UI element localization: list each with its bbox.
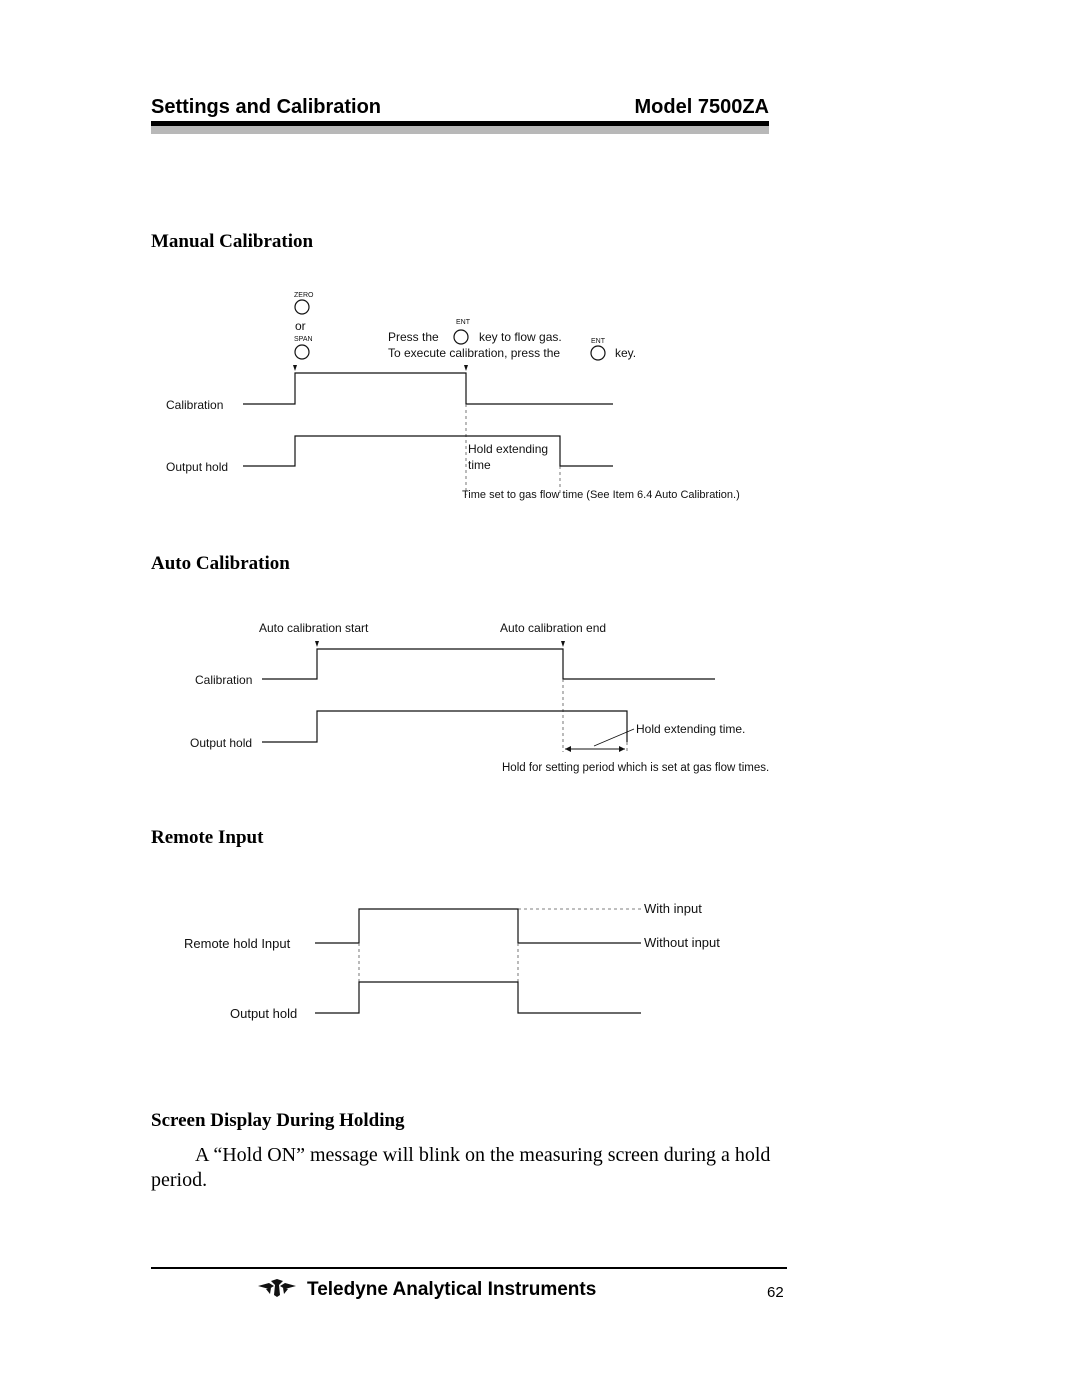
without-input-label: Without input [644,935,720,950]
auto-output-hold-label: Output hold [190,736,252,750]
page-number: 62 [767,1284,784,1301]
hold-extending-text-2: time [468,458,491,472]
auto-calibration-label: Calibration [195,673,252,687]
time-set-note: Time set to gas flow time (See Item 6.4 … [462,489,740,501]
screen-display-title: Screen Display During Holding [151,1110,405,1131]
auto-calibration-title: Auto Calibration [151,553,290,574]
remote-input-title: Remote Input [151,827,264,848]
auto-hold-setting-text: Hold for setting period which is set at … [502,762,769,774]
calibration-waveform [243,372,613,405]
ent-arrow [464,365,468,371]
dimension-arrow-left [565,746,571,752]
hold-extending-leader [593,728,635,747]
remote-hold-waveform [315,908,641,944]
manual-calibration-title: Manual Calibration [151,231,314,252]
span-key-icon [294,344,310,360]
auto-end-label: Auto calibration end [500,621,606,635]
zero-key-icon [294,299,310,315]
or-label: or [295,319,306,333]
auto-calibration-waveform [262,648,715,680]
output-hold-waveform [243,435,613,467]
ent-key-icon-1 [453,329,469,345]
ent-label-1: ENT [456,319,471,326]
screen-display-body: A “Hold ON” message will blink on the me… [151,1144,771,1191]
span-label: SPAN [294,336,313,343]
zero-label: ZERO [294,292,314,299]
header-rule-gray [151,126,769,134]
manual-calibration-diagram: ZERO or SPAN ENT Press the key to flow g… [166,292,740,501]
footer-rule [151,1267,787,1269]
remote-input-diagram: With input Without input Remote hold Inp… [184,901,720,1021]
key-to-flow-gas-text: key to flow gas. [479,330,562,344]
auto-start-label: Auto calibration start [259,621,369,635]
ent-key-icon-2 [590,345,606,361]
remote-hold-input-label: Remote hold Input [184,936,291,951]
header-rule-black [151,121,769,126]
auto-output-hold-waveform [262,710,628,743]
to-execute-text: To execute calibration, press the [388,346,560,360]
start-arrow [293,365,297,371]
remote-output-hold-waveform [315,981,641,1014]
press-the-text: Press the [388,330,439,344]
footer-company: Teledyne Analytical Instruments [307,1279,597,1300]
auto-calibration-diagram: Auto calibration start Auto calibration … [190,621,769,774]
remote-output-hold-label: Output hold [230,1006,297,1021]
dimension-arrow-right [619,746,625,752]
auto-start-arrow [315,641,319,647]
with-input-label: With input [644,901,702,916]
hold-extending-text-1: Hold extending [468,442,548,456]
auto-hold-extending-text: Hold extending time. [636,722,745,736]
output-hold-label: Output hold [166,460,228,474]
ent-label-2: ENT [591,338,606,345]
key-text: key. [615,346,636,360]
calibration-label: Calibration [166,398,223,412]
auto-end-arrow [561,641,565,647]
header-section-title: Settings and Calibration [151,96,382,118]
header-model: Model 7500ZA [634,96,769,118]
teledyne-logo-icon [258,1279,296,1297]
